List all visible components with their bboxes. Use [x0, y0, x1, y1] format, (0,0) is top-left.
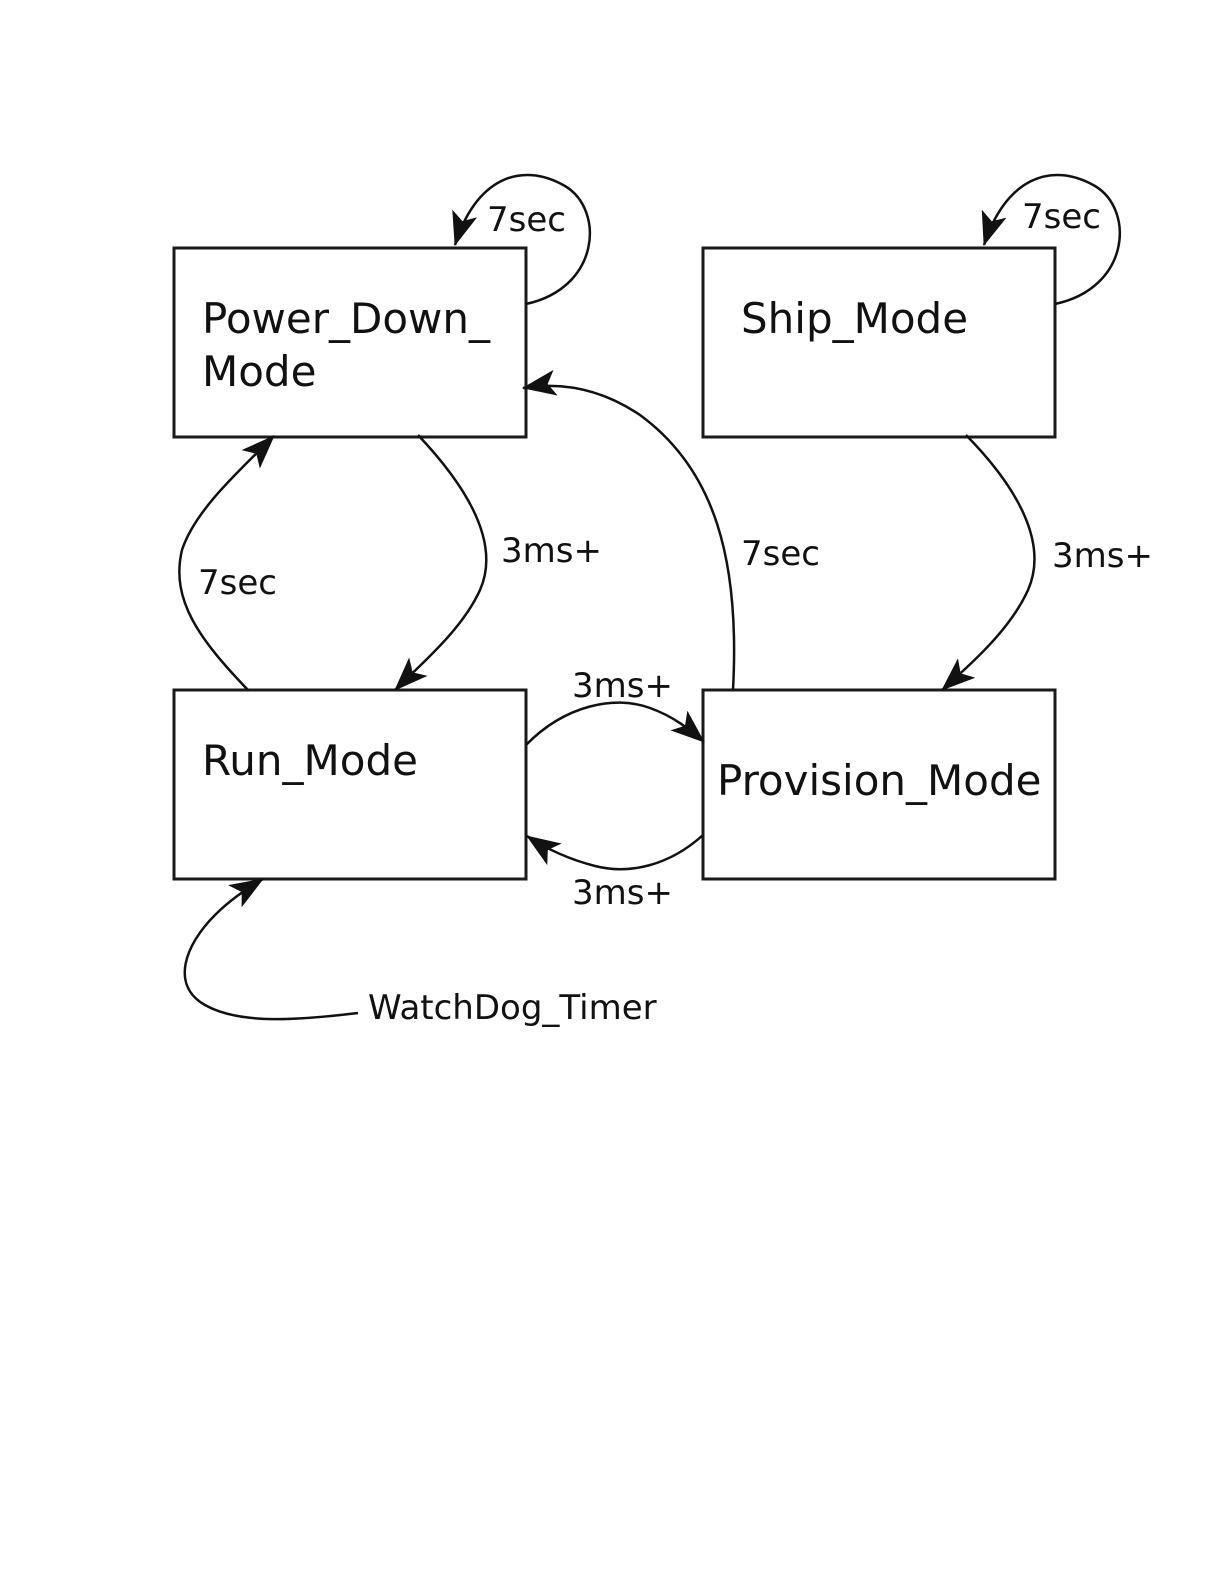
edge-label: 7sec	[741, 534, 820, 574]
edge-label: 3ms+	[572, 873, 673, 913]
edge-ship-to-provision: 3ms+	[942, 435, 1153, 690]
state-run-mode: Run_Mode	[174, 690, 526, 879]
edge-label: WatchDog_Timer	[368, 988, 657, 1028]
edge-power-down-to-run: 3ms+	[395, 435, 602, 690]
state-label: Mode	[202, 347, 316, 396]
edge-label: 7sec	[487, 200, 566, 240]
edge-label: 7sec	[198, 563, 277, 603]
state-power-down-mode: Power_Down_ Mode	[174, 248, 526, 437]
edge-arrow	[185, 879, 358, 1019]
edge-run-to-provision: 3ms+	[526, 666, 704, 745]
edge-arrow	[942, 435, 1034, 690]
edge-label: 3ms+	[1052, 536, 1153, 576]
edge-provision-to-run: 3ms+	[527, 835, 703, 913]
state-provision-mode: Provision_Mode	[703, 690, 1055, 879]
edge-arrow	[526, 703, 704, 745]
state-label: Run_Mode	[202, 736, 418, 785]
state-label: Power_Down_	[202, 294, 491, 343]
edge-label: 7sec	[1022, 197, 1101, 237]
edge-run-to-power-down: 7sec	[179, 436, 277, 690]
edge-arrow	[527, 835, 703, 869]
edge-arrow	[395, 435, 486, 690]
state-label: Provision_Mode	[717, 756, 1041, 805]
state-label: Ship_Mode	[741, 294, 968, 343]
state-ship-mode: Ship_Mode	[703, 248, 1055, 437]
edge-label: 3ms+	[501, 531, 602, 571]
edge-label: 3ms+	[572, 666, 673, 706]
